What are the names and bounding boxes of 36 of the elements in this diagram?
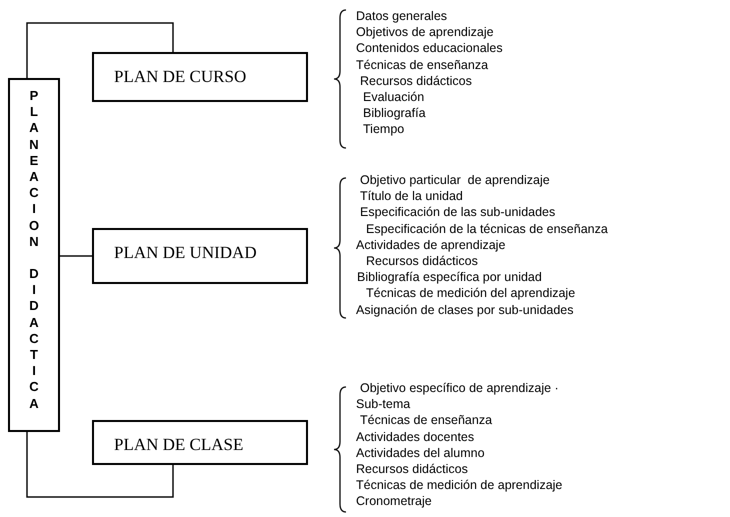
- list-item: Técnicas de enseñanza: [356, 56, 490, 73]
- list-item: Recursos didácticos: [360, 72, 473, 90]
- list-item: Datos generales: [356, 8, 448, 24]
- connector-line: [26, 432, 174, 498]
- plan-box: [92, 52, 308, 102]
- list-item: Objetivos de aprendizaje: [356, 24, 495, 40]
- list-item: Bibliografía: [363, 105, 427, 122]
- list-item: Sub-tema: [356, 396, 412, 412]
- list-item: Técnicas de enseñanza: [360, 412, 494, 429]
- list-item: Cronometraje: [356, 493, 433, 510]
- connector-line: [26, 22, 174, 78]
- list-item: Especificación de las sub-unidades: [360, 204, 556, 221]
- list-item: Recursos didácticos: [366, 253, 479, 270]
- vertical-title: PLANEACION DIDACTICA: [28, 88, 40, 412]
- vertical-title-box: [8, 78, 60, 432]
- list-item: Recursos didácticos: [356, 461, 469, 478]
- list-item: Asignación de clases por sub-unidades: [356, 302, 574, 318]
- plan-box: [92, 228, 308, 284]
- connector-line: [60, 255, 92, 257]
- list-item: Actividades docentes: [356, 428, 476, 445]
- list-item: Título de la unidad: [360, 188, 464, 204]
- list-item: Técnicas de medición de aprendizaje: [356, 477, 562, 494]
- list-item: Evaluación: [363, 89, 426, 106]
- plan-title: PLAN DE CLASE: [114, 434, 244, 456]
- plan-title: PLAN DE CURSO: [114, 66, 246, 88]
- list-item: Bibliografía específica por unidad: [357, 269, 543, 286]
- list-item: Actividades de aprendizaje: [356, 236, 506, 254]
- list-item: Actividades del alumno: [356, 444, 486, 462]
- list-item: Objetivo particular de aprendizaje: [360, 172, 551, 188]
- list-item: Contenidos educacionales: [356, 40, 503, 57]
- plan-title: PLAN DE UNIDAD: [114, 242, 257, 264]
- list-item: Técnicas de medición del aprendizaje: [366, 285, 576, 302]
- list-item: Tiempo: [363, 121, 406, 138]
- plan-box: [92, 420, 308, 465]
- list-item: Objetivo específico de aprendizaje ·: [360, 380, 560, 396]
- list-item: Especificación de la técnicas de enseñanza: [366, 220, 608, 237]
